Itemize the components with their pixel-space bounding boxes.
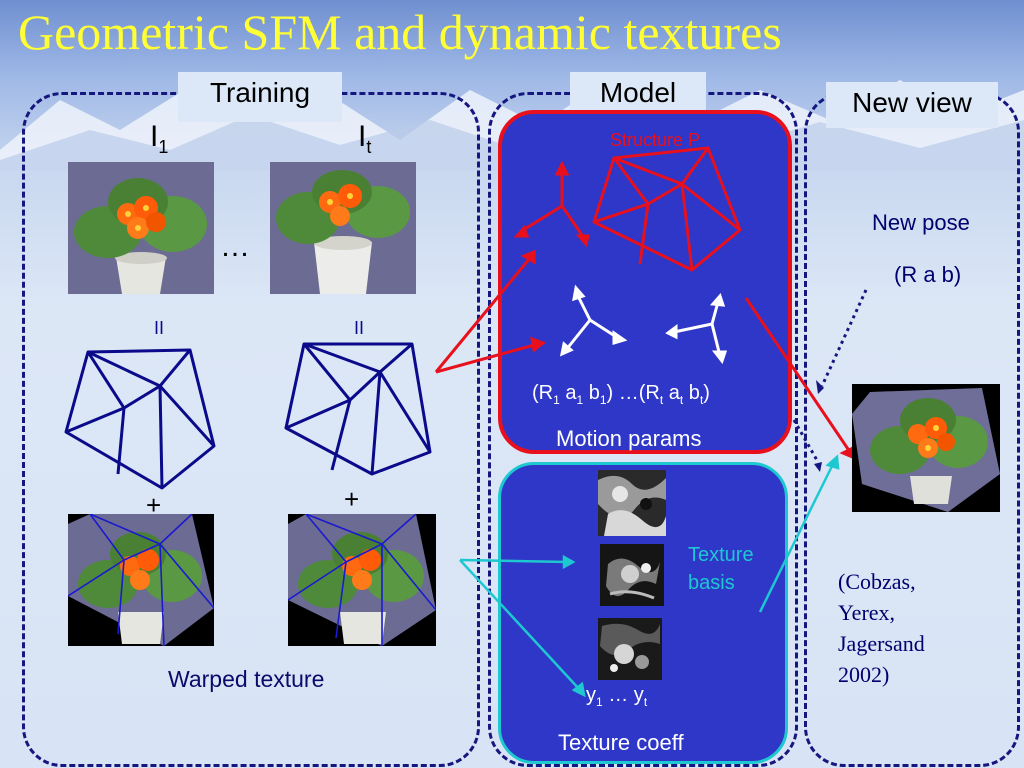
frame-label-first: I1	[150, 120, 169, 157]
flower-photo-icon	[270, 162, 416, 294]
new-view-render	[852, 384, 1000, 512]
structure-label: Structure P	[610, 130, 701, 150]
frame-label-last: It	[358, 120, 372, 157]
flower-photo-last	[270, 162, 416, 294]
new-pose-params: (R a b)	[894, 262, 962, 287]
new-view-header: New view	[826, 82, 998, 128]
new-pose-label: New pose	[872, 210, 970, 235]
texture-basis-icon	[598, 618, 662, 680]
texture-basis-label-line2: basis	[688, 572, 735, 594]
slide-title: Geometric SFM and dynamic textures	[18, 4, 782, 60]
texture-coeff-caption: Texture coeff	[558, 730, 684, 755]
texture-basis-1	[598, 470, 666, 536]
texture-basis-3	[598, 618, 662, 680]
flower-photo-icon	[68, 162, 214, 294]
texture-basis-icon	[600, 544, 664, 606]
flower-photo-icon	[852, 388, 1000, 512]
motion-params-caption: Motion params	[556, 426, 702, 451]
texture-basis-2	[600, 544, 664, 606]
plus-mark-first: +	[146, 490, 162, 520]
texture-basis-icon	[598, 470, 666, 536]
citation: (Cobzas, Yerex, Jagersand 2002)	[838, 569, 925, 687]
flower-photo-first	[68, 162, 214, 294]
flower-photo-icon	[68, 514, 214, 646]
texture-basis-label-line1: Texture	[688, 544, 754, 566]
ellipsis: …	[220, 230, 250, 263]
texture-coeff-formula: y1 … yt	[586, 684, 648, 709]
equals-mark-first: II	[154, 318, 165, 338]
warped-texture-caption: Warped texture	[168, 666, 325, 692]
training-header: Training	[178, 72, 342, 122]
warped-texture-last	[288, 514, 436, 646]
flower-photo-icon	[288, 514, 436, 646]
warped-texture-first	[68, 514, 214, 646]
motion-formula: (R1 a1 b1) …(Rt at bt)	[532, 382, 710, 407]
equals-mark-last: II	[354, 318, 365, 338]
plus-mark-last: +	[344, 484, 360, 514]
